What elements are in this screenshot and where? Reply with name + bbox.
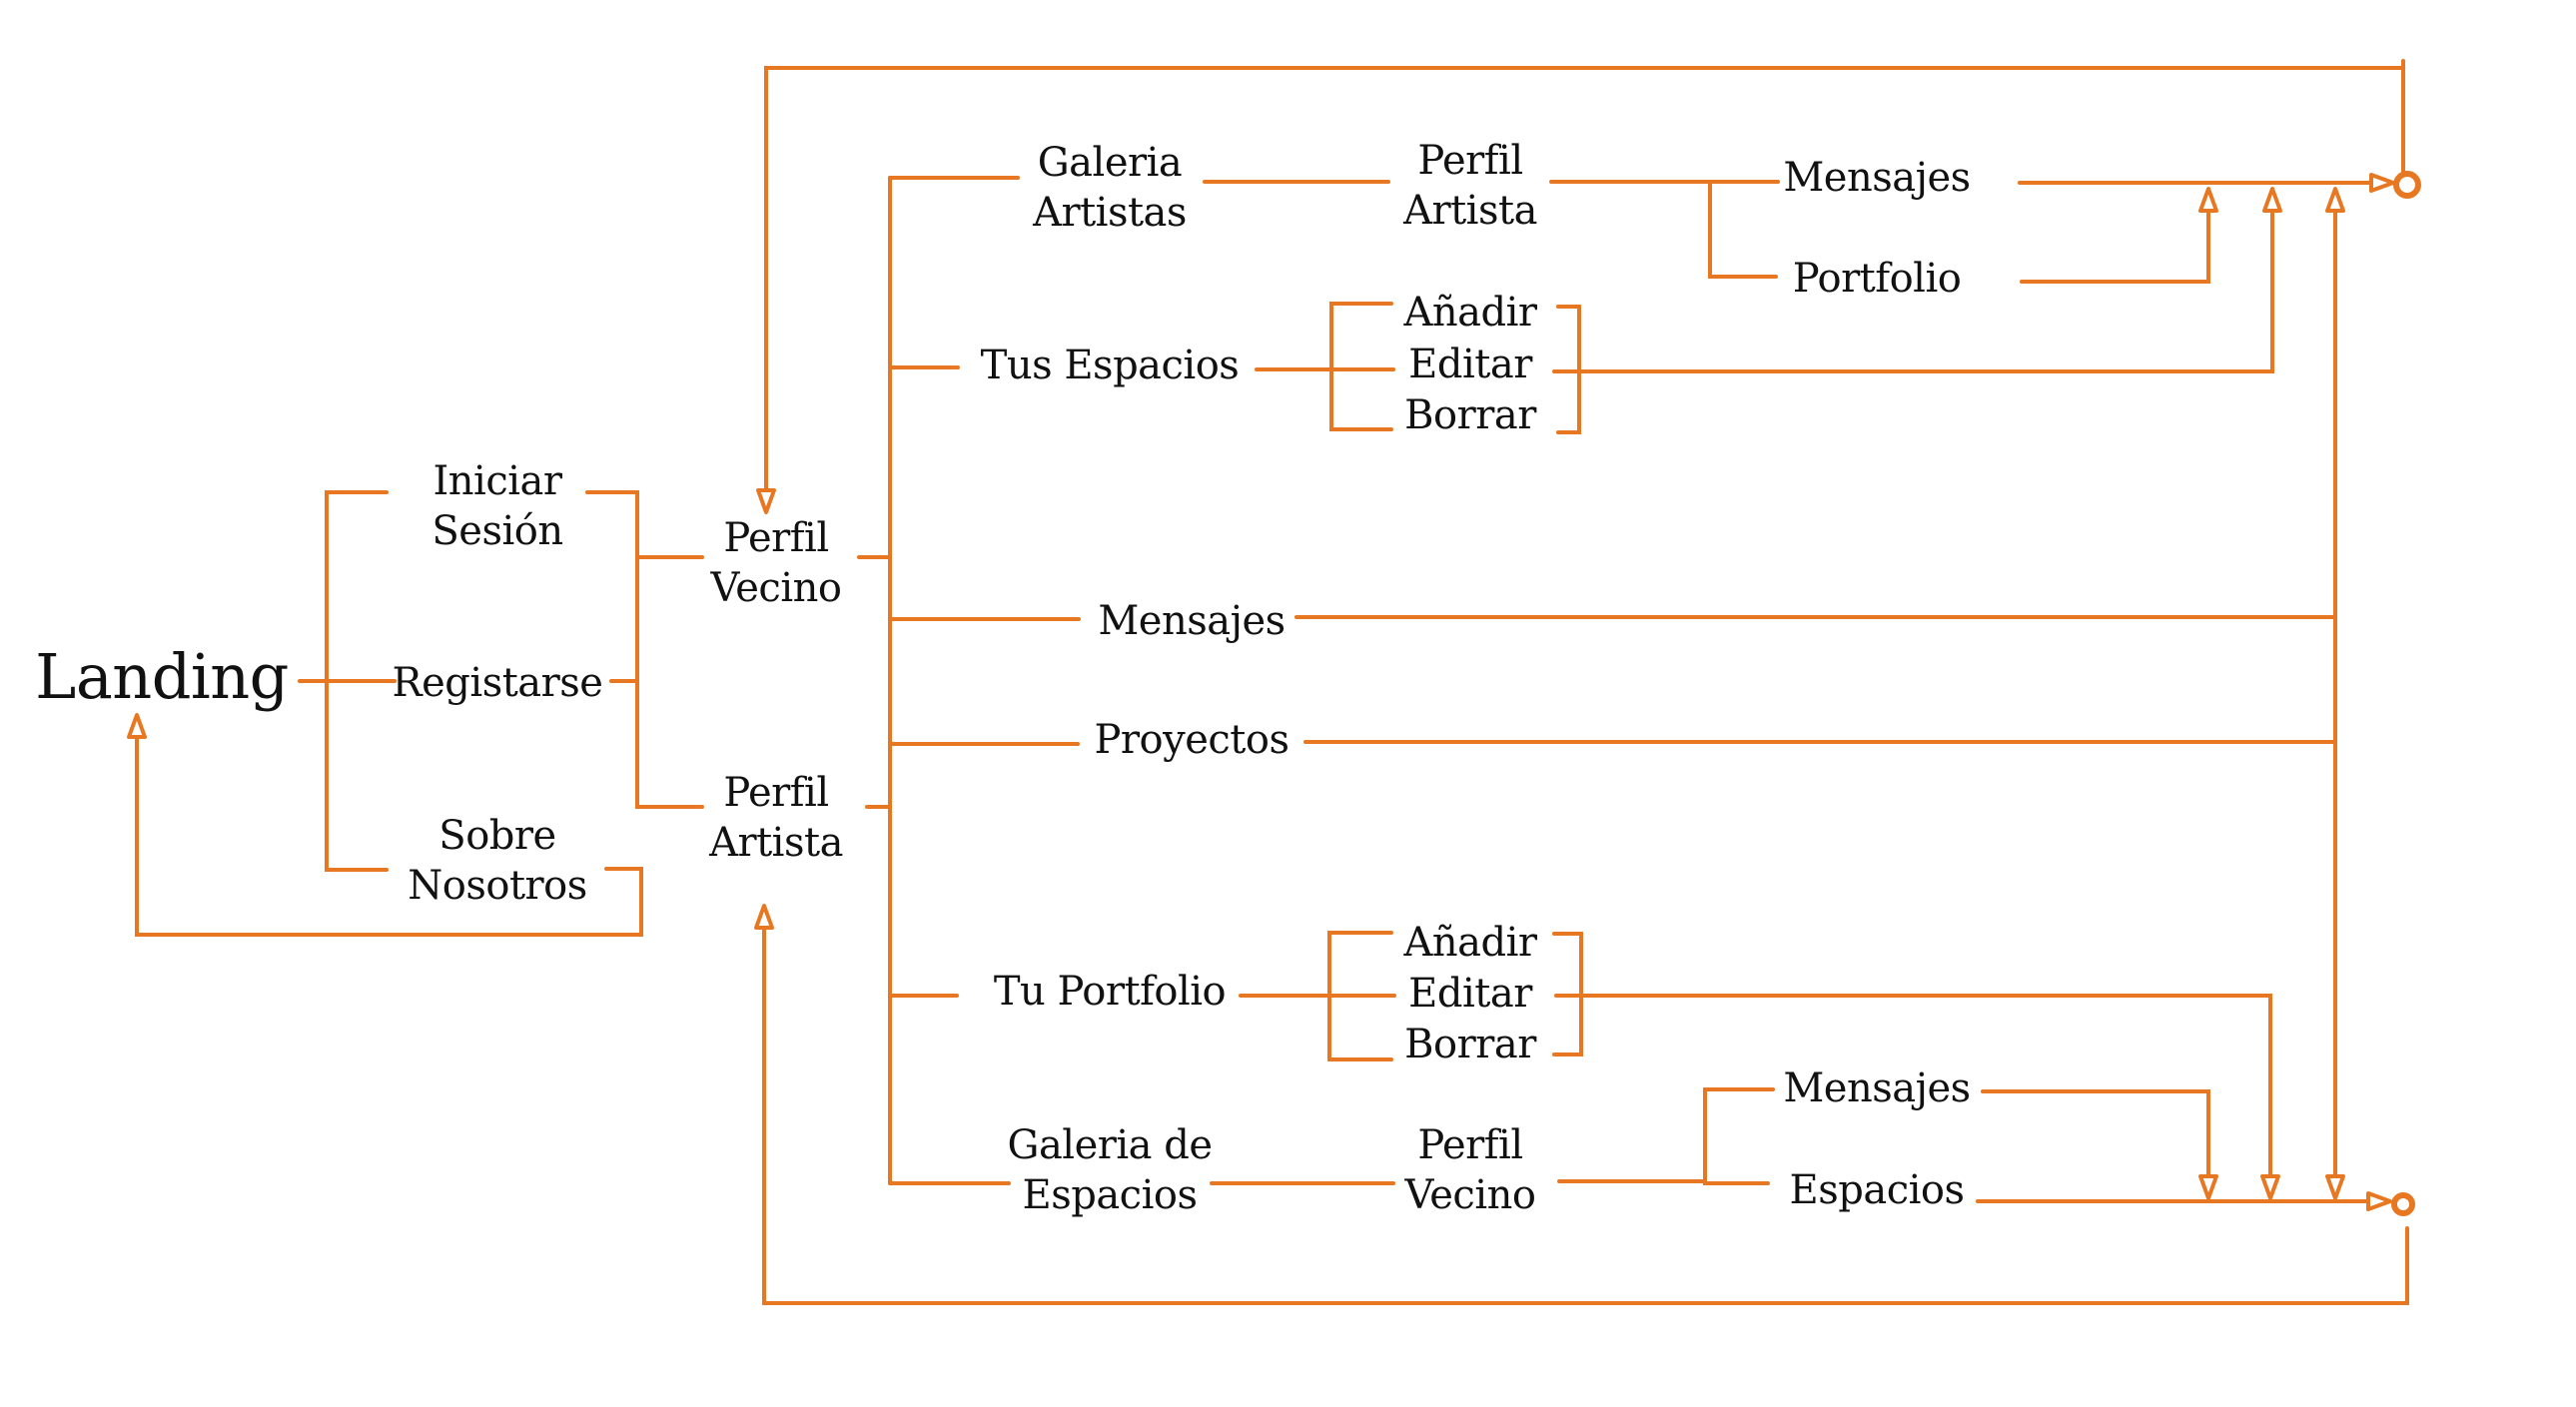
node-label: Espacios — [1022, 1172, 1198, 1218]
connector-iniciar-out — [585, 490, 704, 809]
node-label: Editar — [1408, 342, 1532, 387]
node-label: Perfil — [1417, 1122, 1523, 1168]
arrow-tu-portfolio-down-icon — [2260, 1174, 2280, 1200]
node-label: Borrar — [1404, 392, 1536, 438]
node-label: Mensajes — [1783, 1065, 1971, 1111]
node-tus-espacios-borrar[interactable]: Borrar — [1404, 390, 1536, 440]
node-tu-portfolio-borrar[interactable]: Borrar — [1404, 1020, 1536, 1069]
arrow-collector-down-icon — [2325, 1174, 2345, 1200]
node-label: Proyectos — [1094, 717, 1289, 763]
arrow-top-end-icon — [2369, 173, 2395, 193]
arrow-to-perfil-artista-icon — [754, 904, 774, 930]
node-label: Galeria de — [1007, 1122, 1213, 1168]
node-galeria-espacios[interactable]: Galeria de Espacios — [1007, 1120, 1213, 1220]
arrowheads — [127, 173, 2395, 1211]
node-galeria-artistas[interactable]: Galeria Artistas — [1033, 138, 1187, 238]
bracket-pv — [1703, 1087, 1775, 1185]
node-perfil-vecino-mensajes[interactable]: Mensajes — [1783, 1063, 1971, 1113]
node-tu-portfolio-anadir[interactable]: Añadir — [1403, 918, 1537, 968]
node-sobre-nosotros[interactable]: Sobre Nosotros — [408, 811, 587, 911]
node-label: Artistas — [1033, 190, 1187, 236]
node-label: Borrar — [1404, 1022, 1536, 1067]
node-tu-portfolio[interactable]: Tu Portfolio — [993, 967, 1227, 1017]
node-landing[interactable]: Landing — [35, 642, 289, 712]
node-label: Vecino — [710, 565, 842, 611]
return-bottom — [762, 908, 2409, 1305]
node-tu-portfolio-editar[interactable]: Editar — [1408, 969, 1532, 1019]
connector-pa-portfolio — [1708, 180, 1778, 279]
node-label: Artista — [1403, 188, 1537, 234]
return-top-line — [764, 66, 2405, 510]
node-label: Tus Espacios — [980, 343, 1240, 388]
arrow-collector-up-icon — [2325, 187, 2345, 213]
node-label: Artista — [709, 820, 843, 866]
arrow-mensajes-down-icon — [2198, 1174, 2218, 1200]
node-label: Landing — [35, 640, 289, 713]
node-label: Perfil — [723, 515, 829, 561]
node-galeria-artistas-perfil-artista[interactable]: Perfil Artista — [1403, 136, 1537, 236]
arrow-tus-espacios-up-icon — [2262, 187, 2282, 213]
node-label: Registarse — [392, 660, 603, 706]
arrow-portfolio-up-icon — [2198, 187, 2218, 213]
flow-tus-espacios — [1577, 190, 2274, 373]
node-label: Sesión — [431, 508, 563, 554]
node-mensajes[interactable]: Mensajes — [1098, 596, 1286, 646]
node-tus-espacios[interactable]: Tus Espacios — [981, 341, 1240, 390]
node-perfil-artista-mensajes[interactable]: Mensajes — [1783, 153, 1971, 203]
node-label: Añadir — [1403, 290, 1537, 336]
node-label: Mensajes — [1783, 155, 1971, 201]
node-registarse[interactable]: Registarse — [393, 658, 603, 708]
node-proyectos[interactable]: Proyectos — [1095, 715, 1289, 765]
node-label: Portfolio — [1792, 256, 1962, 302]
node-label: Editar — [1408, 971, 1532, 1017]
node-label: Perfil — [723, 770, 829, 816]
node-tus-espacios-editar[interactable]: Editar — [1408, 340, 1532, 389]
arrow-to-landing-icon — [127, 713, 147, 739]
arrow-to-perfil-vecino-icon — [756, 488, 776, 514]
flow-tu-portfolio — [1579, 994, 2272, 1198]
node-label: Iniciar — [432, 458, 562, 504]
node-galeria-espacios-perfil-vecino[interactable]: Perfil Vecino — [1405, 1120, 1536, 1220]
node-label: Perfil — [1417, 138, 1523, 184]
end-circle-top-icon — [2393, 171, 2421, 199]
bracket-tus-espacios — [1329, 302, 1393, 431]
connectors — [135, 59, 2409, 1305]
flow-mensajes-bottom — [1981, 1089, 2210, 1198]
node-perfil-vecino[interactable]: Perfil Vecino — [711, 513, 842, 613]
node-perfil-vecino-espacios[interactable]: Espacios — [1790, 1165, 1965, 1215]
end-circle-bottom-icon — [2391, 1192, 2415, 1216]
node-label: Vecino — [1404, 1172, 1536, 1218]
node-tus-espacios-anadir[interactable]: Añadir — [1403, 288, 1537, 338]
arrow-bottom-end-icon — [2366, 1191, 2392, 1211]
node-label: Nosotros — [408, 863, 587, 909]
node-label: Mensajes — [1098, 598, 1286, 644]
node-label: Añadir — [1403, 920, 1537, 966]
node-iniciar-sesion[interactable]: Iniciar Sesión — [431, 456, 563, 556]
return-sobre-nosotros — [135, 717, 643, 937]
flow-portfolio-top — [2020, 190, 2210, 284]
node-perfil-artista[interactable]: Perfil Artista — [709, 768, 843, 868]
node-label: Galeria — [1037, 140, 1183, 186]
node-label: Sobre — [438, 813, 556, 859]
node-label: Tu Portfolio — [993, 969, 1227, 1015]
node-label: Espacios — [1789, 1167, 1965, 1213]
endpoints — [2391, 171, 2421, 1216]
node-perfil-artista-portfolio[interactable]: Portfolio — [1793, 254, 1962, 304]
